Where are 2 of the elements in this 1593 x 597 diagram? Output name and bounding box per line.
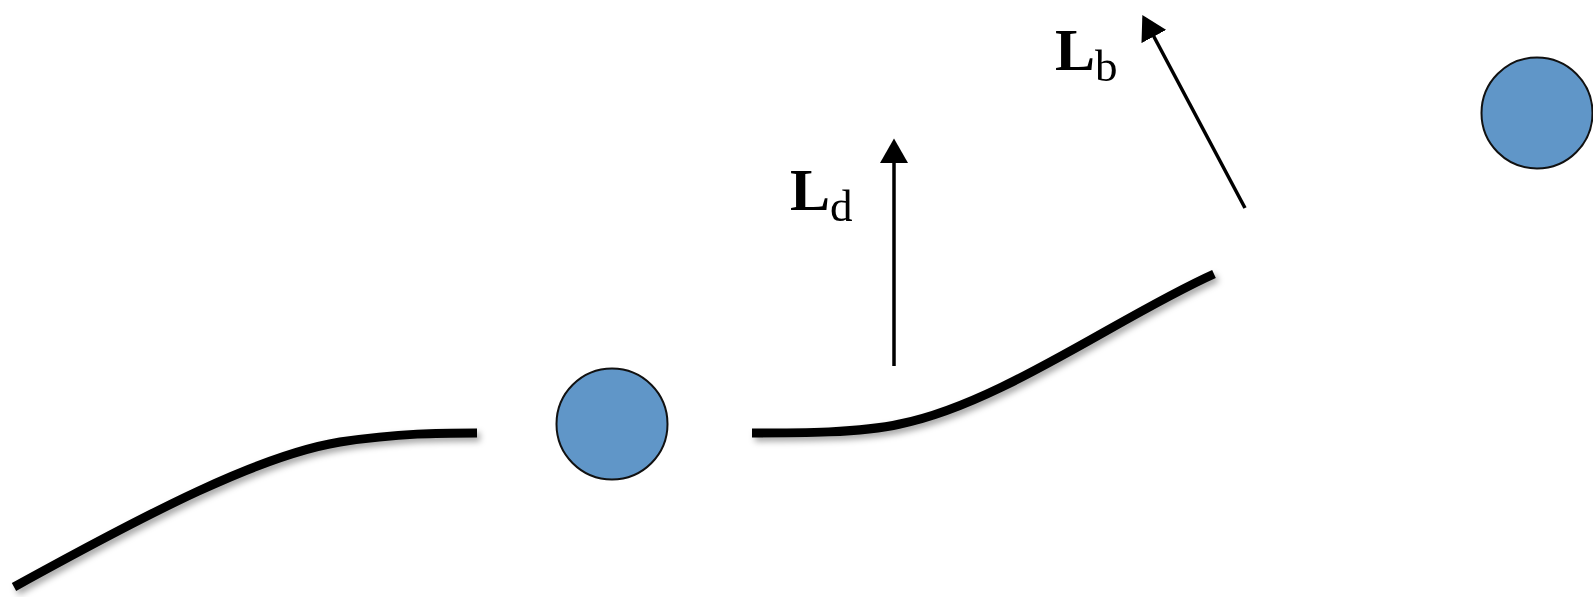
vector-label: L$_{b}$: [1055, 20, 1118, 80]
vector-label: L$_{d}$: [790, 160, 853, 220]
